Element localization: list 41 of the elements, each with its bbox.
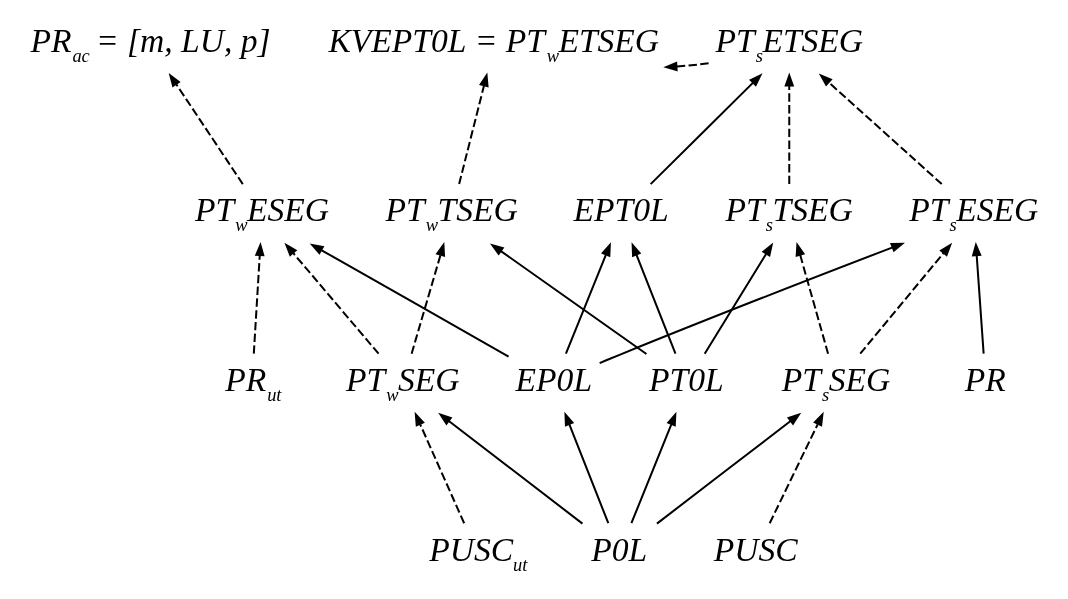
arrow: [629, 411, 676, 524]
arrow: [309, 243, 509, 358]
arrow: [168, 72, 244, 185]
arrow: [283, 242, 379, 355]
node-text: PT$_{s}$TSEG: [724, 191, 853, 236]
arrow: [489, 243, 647, 355]
arrow: [768, 411, 824, 524]
arrow: [818, 73, 942, 185]
arrow: [662, 61, 709, 72]
node-text: PT$_{w}$TSEG: [385, 191, 518, 236]
arrow: [410, 242, 445, 354]
arrow: [649, 73, 762, 185]
arrow: [703, 242, 773, 355]
node-text: PR$_{ac}$ = [m, LU, p]: [29, 21, 271, 66]
arrow: [437, 412, 583, 525]
node-text: P0L: [590, 530, 647, 568]
arrow: [563, 411, 609, 524]
node-text: PR: [964, 361, 1006, 398]
node-text: PT$_{s}$ETSEG: [714, 21, 863, 66]
node-text: EPT0L: [573, 191, 669, 229]
arrow: [457, 72, 489, 185]
arrow: [795, 242, 829, 354]
node-text: PUSC: [713, 530, 798, 568]
node-text: PT$_{s}$SEG: [781, 361, 890, 405]
arrow: [598, 242, 905, 364]
node-text: EP0L: [515, 361, 592, 398]
node-text: PR$_{ut}$: [224, 361, 282, 405]
arrow: [783, 72, 794, 185]
arrow: [631, 242, 676, 355]
arrow: [564, 242, 611, 355]
arrow: [971, 242, 985, 354]
node-text: KVEPT0L = PT$_{w}$ETSEG: [327, 21, 659, 66]
node-text: PT0L: [648, 361, 724, 398]
node-text: PUSC$_{ut}$: [428, 530, 527, 575]
arrow: [252, 242, 265, 354]
node-text: PT$_{w}$SEG: [345, 361, 460, 405]
arrow: [858, 242, 952, 355]
arrow: [655, 412, 801, 525]
node-text: PT$_{w}$ESEG: [194, 191, 329, 236]
node-text: PT$_{s}$ESEG: [908, 191, 1038, 236]
arrow: [414, 411, 465, 524]
